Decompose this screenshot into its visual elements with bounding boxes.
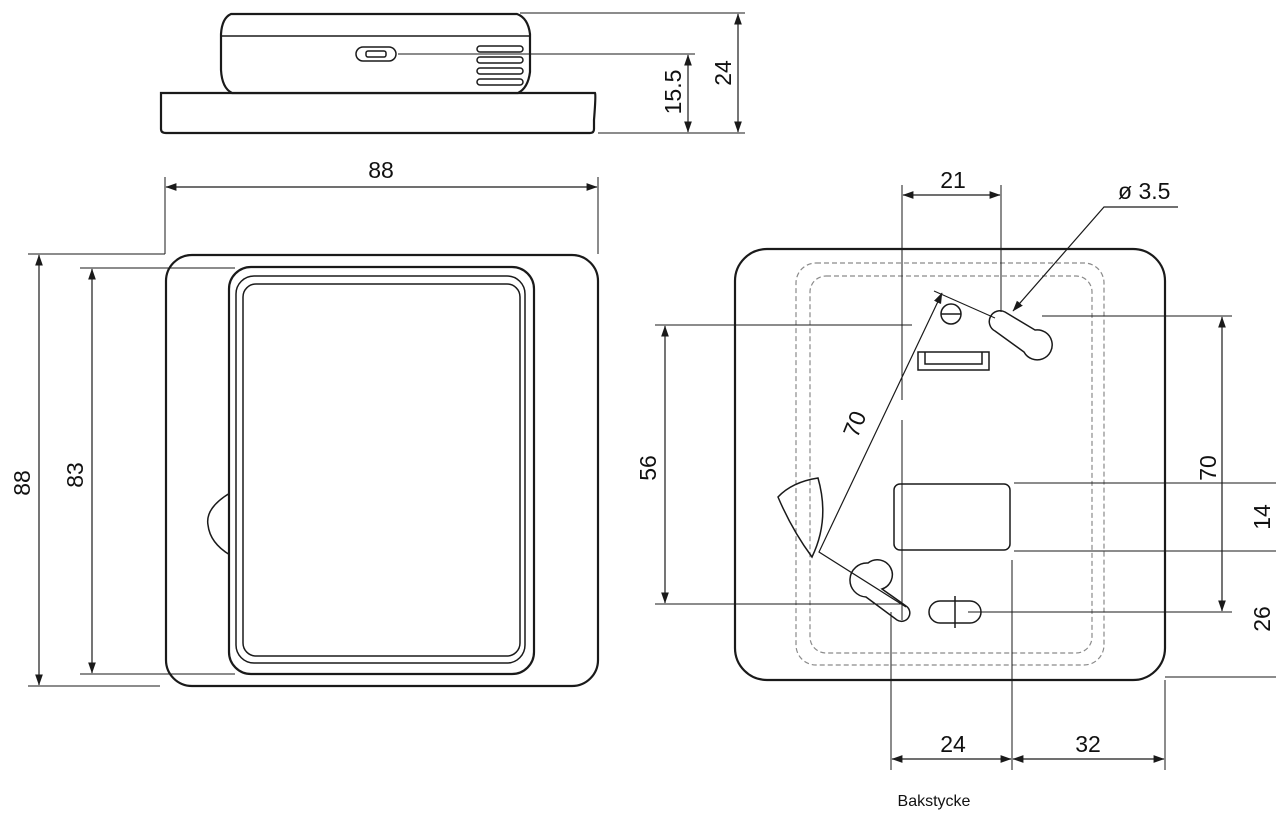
dim-label-side-total: 24 [710, 60, 736, 86]
dim-label-side-base: 15.5 [660, 70, 686, 115]
usb-port-icon [355, 46, 397, 62]
front-view-display-frame [227, 265, 536, 676]
back-view-side-notch [777, 477, 824, 559]
back-view: 21 ø 3.5 56 70 70 14 26 24 32 Bakstycke [635, 167, 1276, 810]
side-view-base [159, 91, 597, 135]
dim-back-diagonal [818, 292, 943, 608]
back-view-plate [733, 247, 1167, 682]
keyhole-slot-lower-left [849, 559, 911, 623]
front-view-screen [242, 283, 521, 657]
back-view-caption: Bakstycke [898, 793, 971, 810]
dim-label-hole-diameter: ø 3.5 [1118, 178, 1170, 204]
front-view: 88 88 83 [9, 157, 600, 688]
keyhole-slot-lower-right [928, 600, 982, 624]
vent-slots-icon [476, 45, 524, 86]
keyhole-slot-upper [988, 310, 1053, 361]
front-view-side-button [206, 492, 231, 556]
dim-label-back-bottom-offset: 26 [1249, 606, 1275, 632]
dim-label-back-bottom-left: 24 [940, 731, 966, 757]
usb-port-inner [365, 50, 387, 58]
back-view-window [893, 483, 1011, 551]
dim-label-back-hole-spacing-y: 56 [635, 455, 661, 481]
dim-label-front-width: 88 [368, 157, 394, 183]
dim-label-front-height: 88 [9, 470, 35, 496]
side-view-body [219, 12, 532, 95]
dim-label-back-bottom-right: 32 [1075, 731, 1101, 757]
back-view-recess-outer [795, 262, 1105, 666]
connector-clip-icon [917, 351, 990, 371]
dim-label-back-hole-spacing-x: 21 [940, 167, 966, 193]
front-view-screen-outer [235, 275, 526, 664]
dim-label-display-height: 83 [62, 462, 88, 488]
dim-label-back-window-height: 14 [1249, 504, 1275, 530]
leader-hole-diameter [1012, 206, 1178, 312]
dim-label-back-right-height: 70 [1195, 455, 1221, 481]
side-view: 24 15.5 [159, 12, 745, 135]
back-view-recess-inner [809, 275, 1093, 654]
